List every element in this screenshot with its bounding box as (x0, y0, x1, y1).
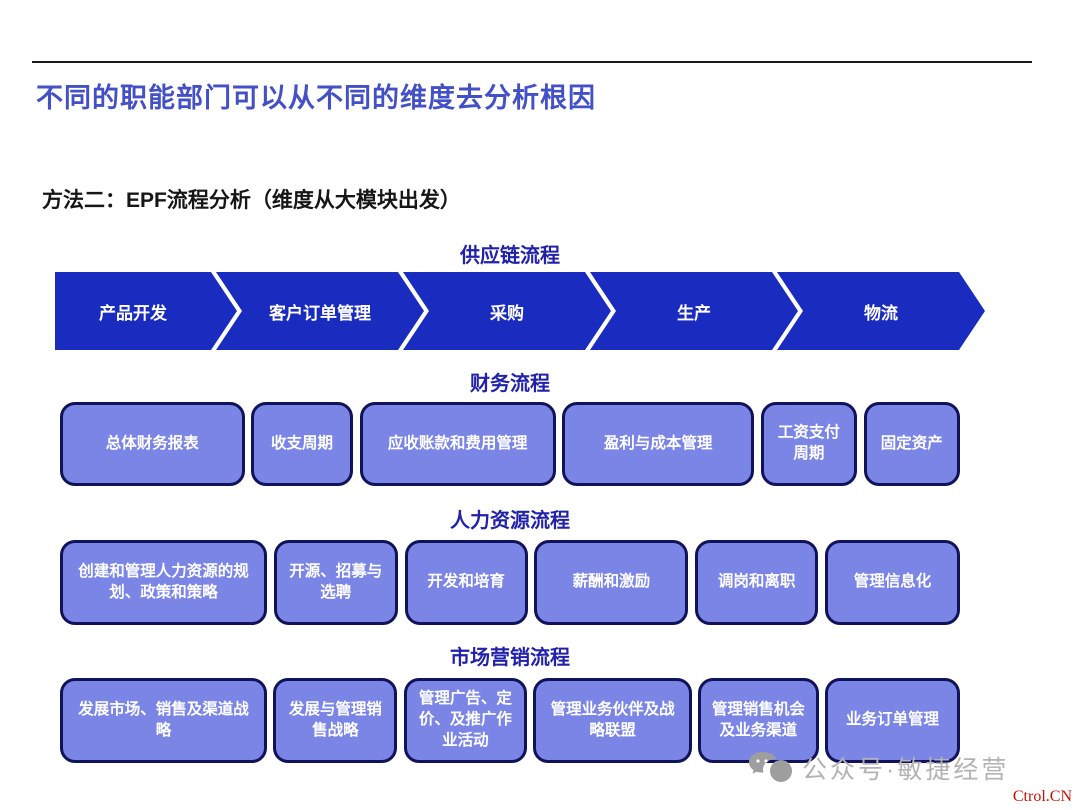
marketing-box-sales-strategy: 发展与管理销售战略 (273, 678, 398, 763)
hr-box-development-training: 开发和培育 (404, 540, 528, 625)
hr-box-planning-policy: 创建和管理人力资源的规划、政策和策略 (60, 540, 267, 625)
finance-row: 总体财务报表 收支周期 应收账款和费用管理 盈利与成本管理 工资支付周期 固定资… (60, 402, 960, 486)
marketing-box-market-sales-channel-strategy: 发展市场、销售及渠道战略 (60, 678, 267, 763)
supply-chain-header: 供应链流程 (460, 245, 560, 267)
hr-box-recruiting: 开源、招募与选聘 (273, 540, 398, 625)
title-rule (32, 61, 1032, 63)
marketing-box-order-mgmt: 业务订单管理 (824, 678, 960, 763)
slide-title: 不同的职能部门可以从不同的维度去分析根因 (36, 83, 596, 113)
hr-row: 创建和管理人力资源的规划、政策和策略 开源、招募与选聘 开发和培育 薪酬和激励 … (60, 540, 960, 625)
watermark: 公众号·敏捷经营 (748, 750, 1009, 786)
supply-chain-step-production: 生产 (590, 272, 798, 350)
supply-chain-step-logistics: 物流 (777, 272, 985, 350)
finance-box-cashflow-cycle: 收支周期 (251, 402, 353, 486)
marketing-header: 市场营销流程 (450, 647, 570, 669)
hr-box-compensation-incentive: 薪酬和激励 (534, 540, 689, 625)
finance-box-fixed-assets: 固定资产 (863, 402, 960, 486)
brand-label: Ctrol.CN (1012, 788, 1072, 805)
slide-subtitle: 方法二：EPF流程分析（维度从大模块出发） (42, 189, 461, 212)
hr-header: 人力资源流程 (450, 510, 570, 532)
hr-box-transfer-departure: 调岗和离职 (695, 540, 819, 625)
marketing-box-opportunities-channels: 管理销售机会及业务渠道 (698, 678, 819, 763)
finance-box-overall-reports: 总体财务报表 (60, 402, 245, 486)
marketing-row: 发展市场、销售及渠道战略 发展与管理销售战略 管理广告、定价、及推广作业活动 管… (60, 678, 960, 763)
finance-header: 财务流程 (470, 373, 550, 395)
supply-chain-step-order-mgmt: 客户订单管理 (216, 272, 424, 350)
finance-box-payroll-cycle: 工资支付周期 (760, 402, 857, 486)
wechat-icon (748, 750, 792, 786)
finance-box-receivables-expenses: 应收账款和费用管理 (359, 402, 556, 486)
marketing-box-ads-pricing-promo: 管理广告、定价、及推广作业活动 (403, 678, 528, 763)
watermark-text: 公众号·敏捷经营 (802, 756, 1010, 784)
finance-box-profit-cost: 盈利与成本管理 (562, 402, 755, 486)
supply-chain-step-procurement: 采购 (403, 272, 611, 350)
hr-box-info-systems: 管理信息化 (824, 540, 960, 625)
supply-chain-step-product-dev: 产品开发 (55, 272, 237, 350)
marketing-box-partners-alliances: 管理业务伙伴及战略联盟 (533, 678, 692, 763)
supply-chain-arrow-row: 产品开发 客户订单管理 采购 生产 物流 (55, 272, 985, 350)
